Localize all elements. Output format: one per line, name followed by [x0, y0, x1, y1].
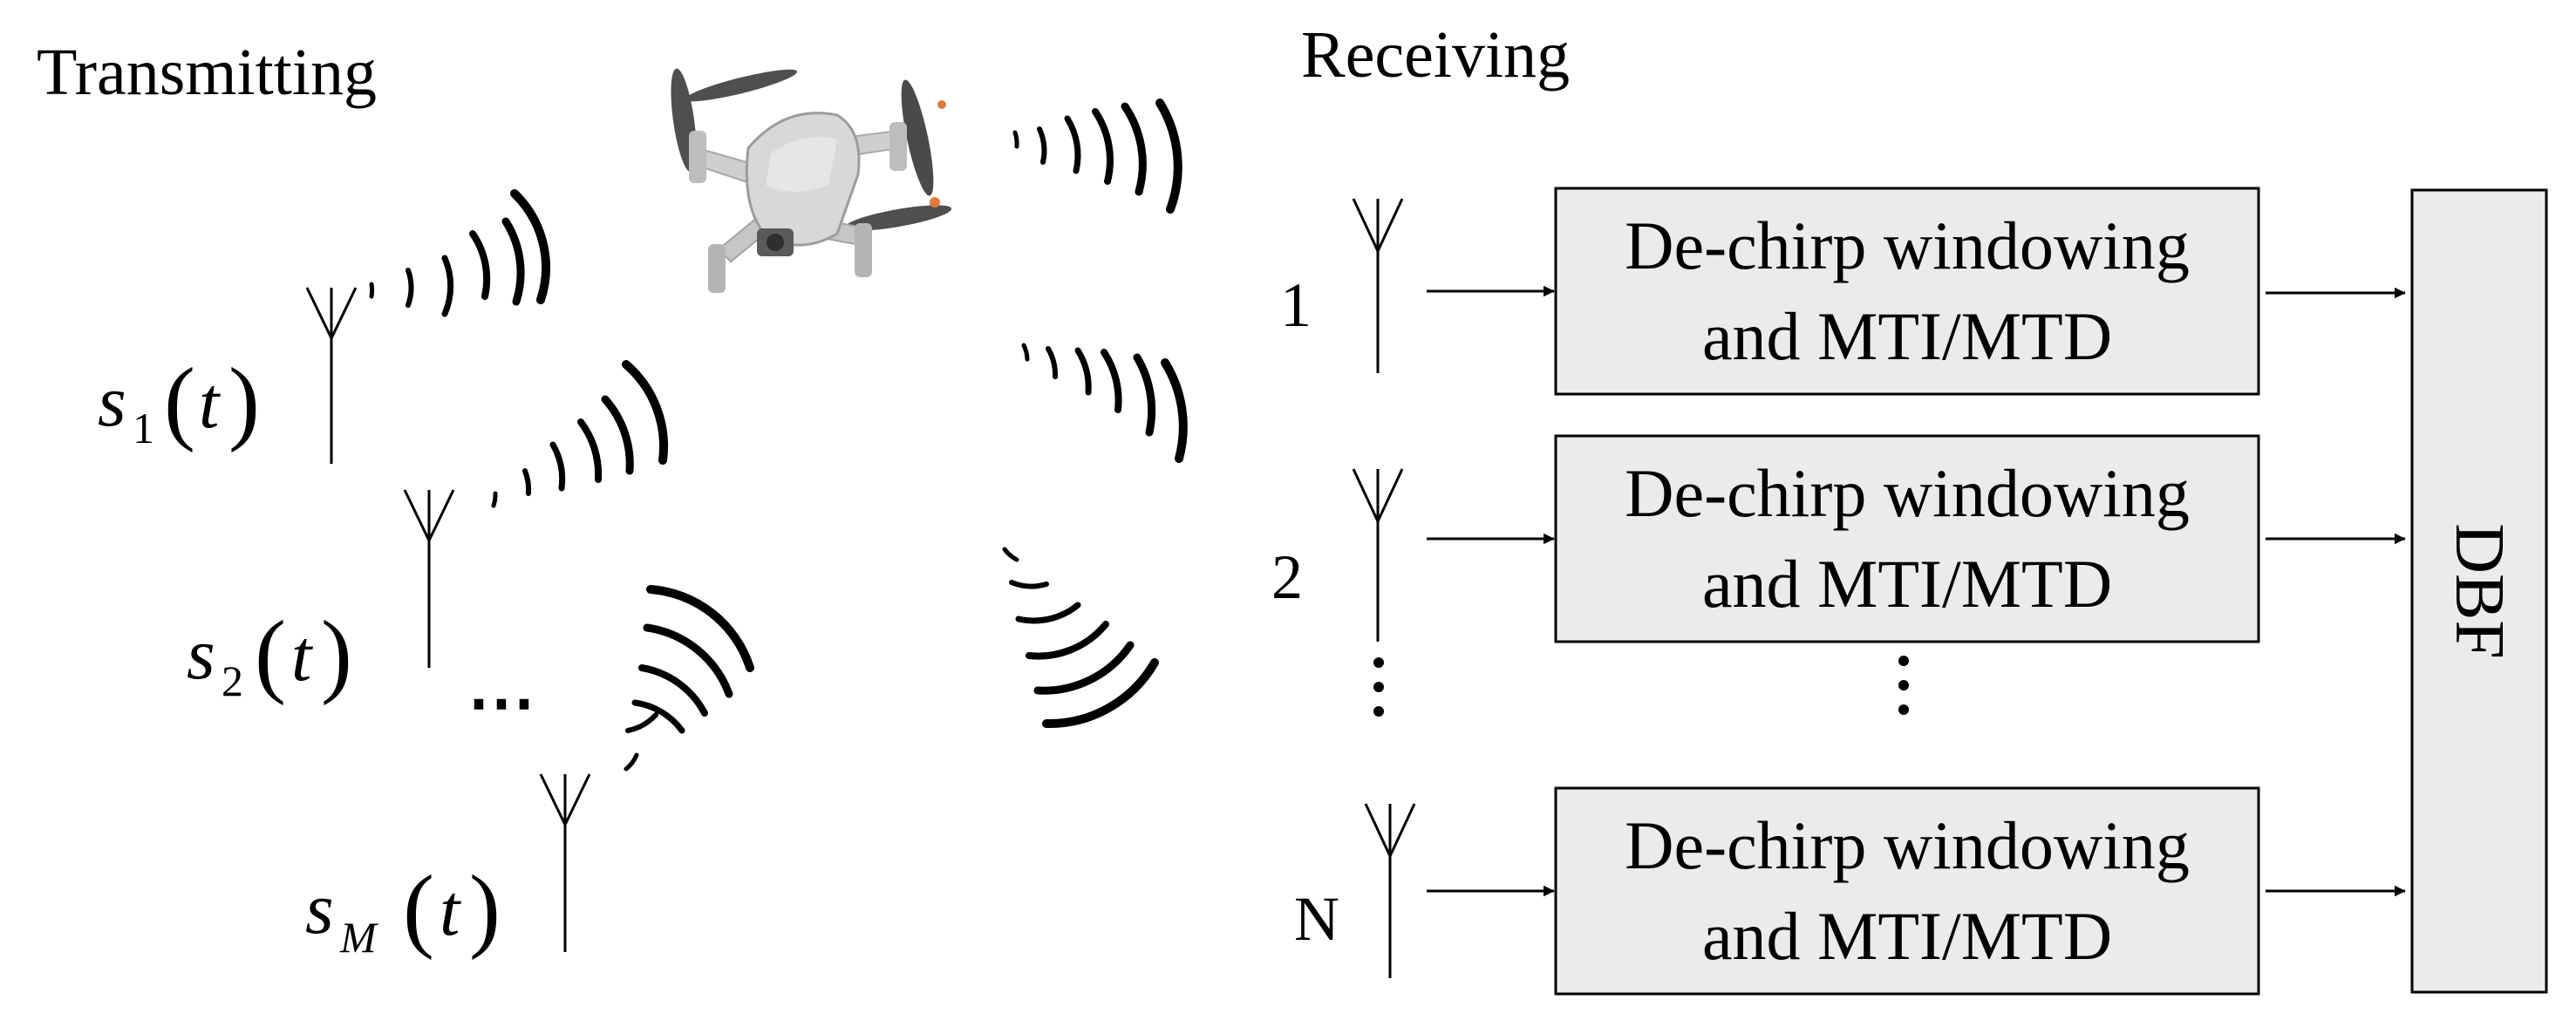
rx-antenna-ellipsis — [1373, 657, 1384, 717]
svg-text:t: t — [199, 363, 221, 444]
dbf-label: DBF — [2441, 523, 2518, 659]
rx-channel-n-index: N — [1294, 884, 1339, 954]
svg-text:(: ( — [403, 857, 434, 961]
rx-processing-box-1 — [1554, 187, 2260, 396]
rx-box-n-line1: De-chirp windowing — [1625, 807, 2190, 883]
rx-channel-1-index: 1 — [1280, 270, 1312, 340]
transmitting-heading: Transmitting — [37, 36, 377, 109]
rx-wave-2-icon — [1021, 343, 1188, 463]
tx-antenna-2-icon — [403, 489, 455, 668]
receiving-heading: Receiving — [1301, 18, 1570, 92]
svg-text:): ) — [228, 350, 260, 453]
rx-channel-1: 1 De-chirp windowing and MTI/MTD — [1280, 187, 2406, 396]
svg-text:1: 1 — [133, 404, 154, 452]
svg-text:s: s — [187, 614, 215, 695]
tx-signal-label-1: s 1 ( t ) — [98, 350, 260, 453]
rx-processing-box-2 — [1554, 434, 2260, 643]
rx-processing-box-n — [1554, 786, 2260, 996]
rx-box-1-line2: and MTI/MTD — [1702, 298, 2112, 374]
tx-antenna-m-icon — [539, 773, 591, 952]
rx-channel-2-index: 2 — [1271, 542, 1303, 612]
rx-antenna-n-icon — [1364, 803, 1416, 978]
tx-antenna-1-icon — [305, 287, 358, 464]
rx-wave-3-icon — [1002, 547, 1159, 729]
svg-text:s: s — [305, 868, 334, 949]
rx-antenna-2-icon — [1352, 468, 1404, 642]
rx-box-2-line2: and MTI/MTD — [1702, 546, 2112, 622]
rx-antenna-1-icon — [1352, 198, 1404, 373]
rx-box-2-line1: De-chirp windowing — [1625, 455, 2190, 531]
tx-signal-label-2: s 2 ( t ) — [187, 602, 352, 706]
rx-box-1-line1: De-chirp windowing — [1625, 207, 2190, 283]
tx-wave-1-icon — [369, 189, 550, 317]
tx-wave-3-icon — [624, 585, 754, 772]
dbf-block: DBF — [2410, 188, 2548, 994]
svg-text:): ) — [321, 602, 352, 706]
svg-text:M: M — [339, 913, 378, 962]
svg-text:2: 2 — [221, 656, 243, 705]
svg-text:t: t — [440, 870, 462, 951]
dbf-box — [2410, 188, 2548, 994]
tx-ellipsis: ⋯ — [467, 664, 535, 740]
rx-channel-n: N De-chirp windowing and MTI/MTD — [1294, 786, 2406, 996]
rx-wave-1-icon — [1012, 99, 1182, 214]
svg-text:(: ( — [164, 350, 195, 453]
svg-text:(: ( — [255, 602, 286, 706]
drone-icon — [671, 68, 952, 293]
svg-text:t: t — [291, 616, 314, 697]
svg-text:s: s — [98, 361, 126, 442]
tx-signal-label-m: s M ( t ) — [305, 857, 501, 962]
rx-channel-2: 2 De-chirp windowing and MTI/MTD — [1271, 434, 2406, 643]
rx-box-ellipsis — [1898, 656, 1909, 715]
rx-box-n-line2: and MTI/MTD — [1702, 898, 2112, 974]
svg-text:): ) — [469, 857, 501, 961]
tx-wave-2-icon — [491, 360, 669, 508]
